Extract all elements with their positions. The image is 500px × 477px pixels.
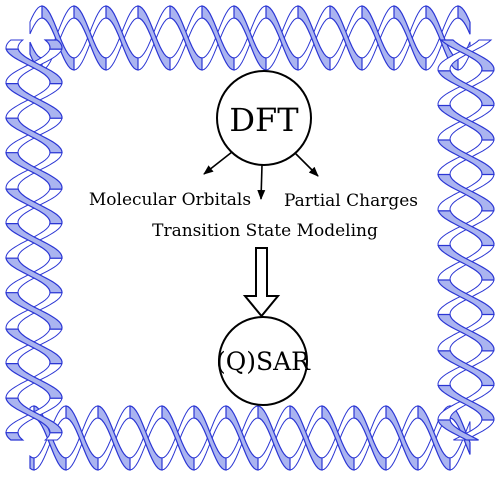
helix-front-strand xyxy=(43,39,63,50)
dft-node-circle xyxy=(216,70,312,166)
helix-front-strand xyxy=(353,405,387,471)
helix-front-strand xyxy=(5,257,63,294)
helix-front-strand xyxy=(41,5,75,71)
helix-front-strand xyxy=(437,70,495,107)
helix-front-strand xyxy=(437,104,495,141)
helix-front-strand xyxy=(449,405,471,455)
qsar-node-circle xyxy=(218,316,308,406)
helix-front-strand xyxy=(201,5,235,71)
dft-node-label: DFT xyxy=(229,101,299,139)
helix-front-strand xyxy=(233,5,267,71)
helix-front-strand xyxy=(5,432,25,441)
helix-front-strand xyxy=(5,223,63,259)
helix-back-strand xyxy=(5,39,25,50)
dna-helix-right xyxy=(437,39,495,441)
helix-front-strand xyxy=(265,5,299,71)
dna-helix-bottom xyxy=(29,405,471,471)
helix-front-strand xyxy=(321,405,355,471)
dna-helix-border xyxy=(5,5,495,471)
helix-front-strand xyxy=(5,152,63,190)
helix-front-strand xyxy=(437,244,495,281)
helix-front-strand xyxy=(437,279,495,316)
arrow-to-transition-state xyxy=(257,164,266,200)
output-molecular-orbitals: Molecular Orbitals xyxy=(89,190,251,210)
helix-front-strand xyxy=(65,405,99,471)
helix-front-strand xyxy=(29,455,35,471)
helix-front-strand xyxy=(129,405,163,471)
dna-helix-top xyxy=(29,5,471,71)
helix-front-strand xyxy=(5,363,63,399)
helix-front-strand xyxy=(161,405,195,471)
helix-front-strand xyxy=(393,5,427,71)
helix-front-strand xyxy=(437,210,495,247)
helix-front-strand xyxy=(5,292,63,330)
helix-front-strand xyxy=(5,83,63,119)
output-transition-state-modeling: Transition State Modeling xyxy=(152,221,378,241)
helix-back-strand xyxy=(29,5,43,35)
helix-front-strand xyxy=(5,397,63,434)
helix-front-strand xyxy=(137,5,171,71)
arrow-to-molecular-orbitals xyxy=(203,151,233,175)
helix-front-strand xyxy=(169,5,203,71)
helix-front-strand xyxy=(297,5,331,71)
helix-front-strand xyxy=(193,405,227,471)
helix-front-strand xyxy=(437,350,495,387)
arrow-to-partial-charges xyxy=(294,152,319,177)
helix-front-strand xyxy=(257,405,291,471)
helix-front-strand xyxy=(73,5,107,71)
qsar-node-label: (Q)SAR xyxy=(216,347,311,376)
helix-front-strand xyxy=(5,328,63,365)
helix-front-strand xyxy=(5,117,63,154)
helix-front-strand xyxy=(437,313,495,352)
helix-front-strand xyxy=(437,173,495,212)
helix-back-strand xyxy=(43,432,63,441)
helix-front-strand xyxy=(425,5,459,71)
helix-front-strand xyxy=(437,139,495,176)
helix-front-strand xyxy=(457,5,471,35)
helix-front-strand xyxy=(5,188,63,225)
dna-helix-left xyxy=(5,39,63,441)
helix-front-strand xyxy=(437,419,479,441)
helix-front-strand xyxy=(5,48,63,85)
helix-front-strand xyxy=(385,405,419,471)
helix-front-strand xyxy=(97,405,131,471)
helix-front-strand xyxy=(439,39,495,72)
helix-front-strand xyxy=(437,384,495,421)
helix-front-strand xyxy=(329,5,363,71)
helix-front-strand xyxy=(361,5,395,71)
output-partial-charges: Partial Charges xyxy=(284,191,418,211)
helix-front-strand xyxy=(289,405,323,471)
helix-front-strand xyxy=(417,405,451,471)
helix-front-strand xyxy=(225,405,259,471)
helix-front-strand xyxy=(105,5,139,71)
hollow-down-arrow xyxy=(242,247,281,318)
